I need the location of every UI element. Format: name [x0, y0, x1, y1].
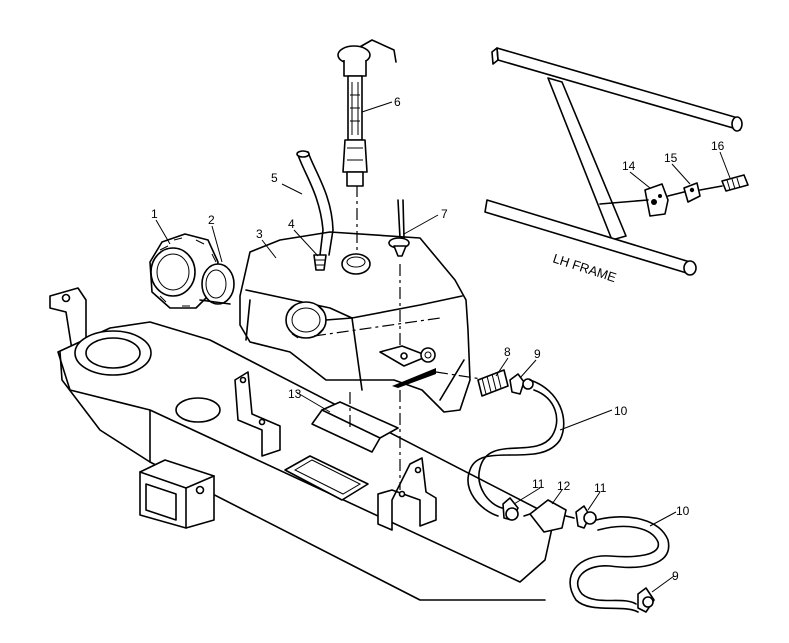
- callout-7: 7: [441, 207, 448, 221]
- callout-9-lower: 9: [672, 569, 679, 583]
- callout-13: 13: [288, 387, 302, 401]
- callout-3: 3: [256, 227, 263, 241]
- callout-15: 15: [664, 151, 678, 165]
- callout-6: 6: [394, 95, 401, 109]
- part-7-grommet: [388, 199, 410, 257]
- part-9-clamp-upper: [509, 373, 534, 395]
- part-13-pad: [311, 401, 399, 453]
- callout-2: 2: [208, 213, 215, 227]
- part-1-cap: [149, 233, 219, 309]
- part-8-spring: [477, 369, 509, 397]
- part-12-filter: [523, 499, 575, 533]
- lh-frame-label: LH FRAME: [551, 251, 618, 286]
- callout-4: 4: [288, 217, 295, 231]
- callout-1: 1: [151, 207, 158, 221]
- callout-5: 5: [271, 171, 278, 185]
- callout-9-upper: 9: [534, 347, 541, 361]
- callout-8: 8: [504, 345, 511, 359]
- lh-frame: LH FRAME: [484, 47, 743, 286]
- part-2-gasket: [199, 263, 235, 305]
- part-6-sender: [337, 39, 397, 187]
- callout-14: 14: [622, 159, 636, 173]
- callout-labels: 1 2 3 4 5 6 7 8 9 10 11 12 11 10 9 13 14…: [151, 95, 725, 583]
- callout-11-right: 11: [594, 481, 607, 495]
- part-3-tank: [239, 231, 471, 413]
- part-4-fitting: [313, 254, 327, 271]
- callout-12: 12: [557, 479, 571, 493]
- part-11-clamp-right: [575, 505, 597, 529]
- leader-lines: [155, 101, 731, 593]
- part-10-hose-upper: [467, 379, 565, 517]
- part-15-clip: [667, 182, 701, 203]
- part-10-hose-lower: [569, 516, 670, 613]
- callout-11-left: 11: [532, 477, 545, 491]
- alignment-lines: [313, 185, 489, 490]
- callout-10-upper: 10: [614, 404, 628, 418]
- callout-10-lower: 10: [676, 504, 690, 518]
- part-9-clamp-lower: [637, 587, 655, 613]
- callout-16: 16: [711, 139, 725, 153]
- part-14-bracket: [599, 183, 669, 217]
- part-5-vent-hose: [296, 150, 334, 256]
- part-16-bolt: [699, 174, 749, 192]
